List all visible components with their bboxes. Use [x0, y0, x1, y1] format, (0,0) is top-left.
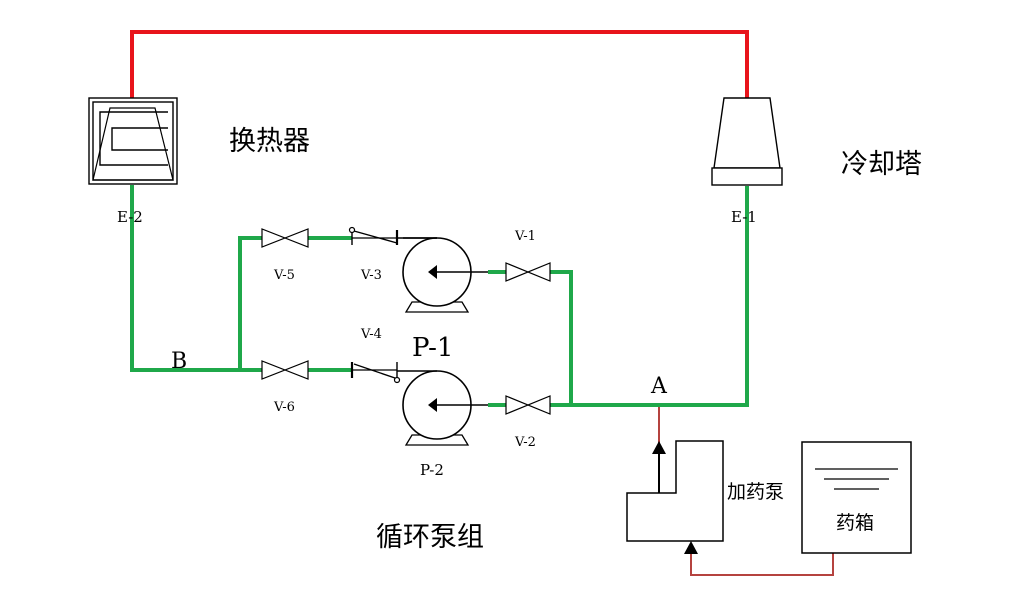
dosing-pump-label: 加药泵 [727, 481, 784, 503]
heat-exchanger-e2 [88, 97, 178, 185]
v1-label: V-1 [514, 229, 536, 244]
pipe-b-to-v5 [238, 236, 262, 370]
check-valve-v3[interactable] [348, 226, 399, 246]
v5-label: V-5 [273, 268, 295, 283]
v3-label: V-3 [360, 268, 382, 283]
node-b-label: B [171, 349, 187, 374]
pump-p1[interactable] [397, 237, 488, 313]
pipe-a-to-e1 [571, 186, 749, 407]
v2-label: V-2 [514, 435, 536, 450]
v6-label: V-6 [273, 400, 295, 415]
e1-label: E-1 [731, 208, 757, 226]
pipe-v1-to-header [550, 270, 573, 405]
chemical-tank [801, 441, 912, 554]
node-a-label: A [650, 374, 668, 399]
pump-p2[interactable] [397, 370, 488, 446]
hot-water-pipe [130, 30, 749, 98]
pump-group-label: 循环泵组 [376, 522, 484, 553]
e2-label: E-2 [117, 208, 143, 226]
cooling-tower-e1 [711, 97, 783, 186]
valve-v2[interactable] [505, 395, 551, 415]
v4-label: V-4 [360, 327, 382, 342]
valve-v6[interactable] [261, 360, 309, 380]
p1-label: P-1 [412, 333, 453, 363]
dosing-pump[interactable] [626, 440, 724, 554]
p2-label: P-2 [420, 461, 444, 479]
chemical-tank-label: 药箱 [836, 512, 874, 534]
dosing-line-tank-to-pump [690, 545, 834, 576]
valve-v5[interactable] [261, 228, 309, 248]
heat-exchanger-label: 换热器 [229, 126, 310, 157]
valve-v1[interactable] [505, 262, 551, 282]
check-valve-v4[interactable] [350, 362, 401, 384]
pipe-e2-to-b [130, 185, 262, 372]
cooling-tower-label: 冷却塔 [841, 149, 922, 180]
